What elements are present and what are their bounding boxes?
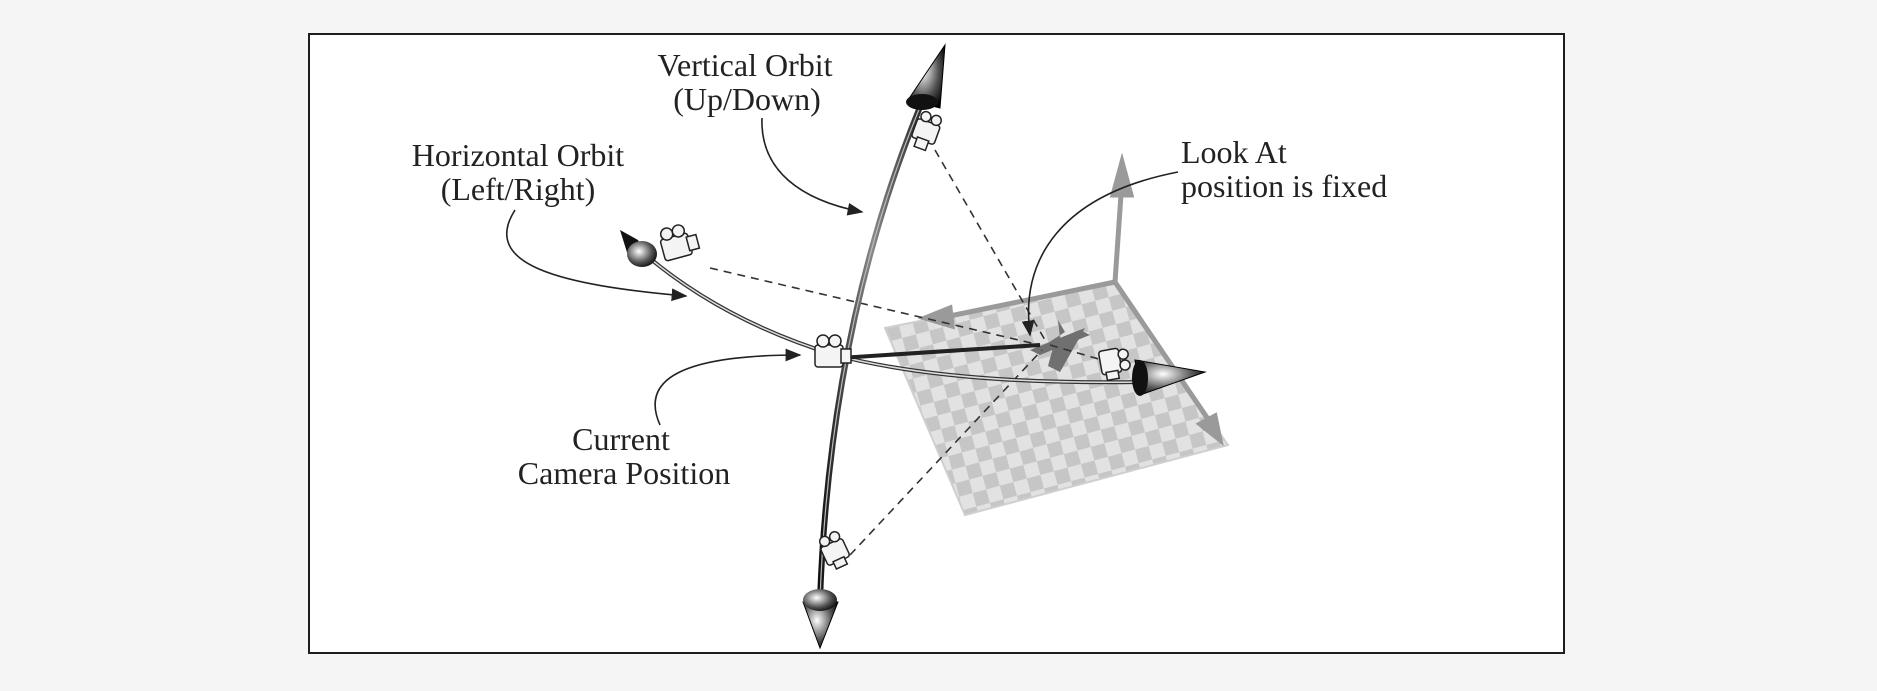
vertical-orbit-top-cone — [906, 43, 946, 110]
label-look-at-line1: Look At — [1181, 134, 1287, 170]
label-vertical-orbit: Vertical Orbit (Up/Down) — [657, 47, 832, 117]
leader-current-camera — [654, 348, 802, 426]
label-vertical-orbit-line1: Vertical Orbit — [657, 47, 832, 83]
vertical-orbit-bottom-cone — [802, 589, 839, 650]
camera-icon — [659, 110, 1131, 571]
label-horizontal-orbit-line2: (Left/Right) — [441, 171, 596, 207]
leader-horizontal-orbit — [506, 209, 688, 302]
label-current-camera: Current Camera Position — [518, 421, 730, 491]
label-horizontal-orbit: Horizontal Orbit (Left/Right) — [412, 137, 625, 207]
ground-axes — [917, 152, 1224, 447]
leader-look-at — [1021, 171, 1179, 337]
label-current-camera-line2: Camera Position — [518, 455, 730, 491]
look-at-dashed-lines — [709, 149, 1131, 556]
horizontal-orbit-right-cone — [1132, 359, 1207, 396]
label-look-at: Look At position is fixed — [1181, 134, 1387, 204]
label-current-camera-line1: Current — [572, 421, 670, 457]
label-vertical-orbit-line2: (Up/Down) — [673, 81, 821, 117]
label-look-at-line2: position is fixed — [1181, 168, 1387, 204]
leader-vertical-orbit — [761, 117, 864, 216]
horizontal-orbit-left-cone — [620, 230, 657, 267]
label-horizontal-orbit-line1: Horizontal Orbit — [412, 137, 625, 173]
look-at-rod — [839, 343, 1041, 360]
